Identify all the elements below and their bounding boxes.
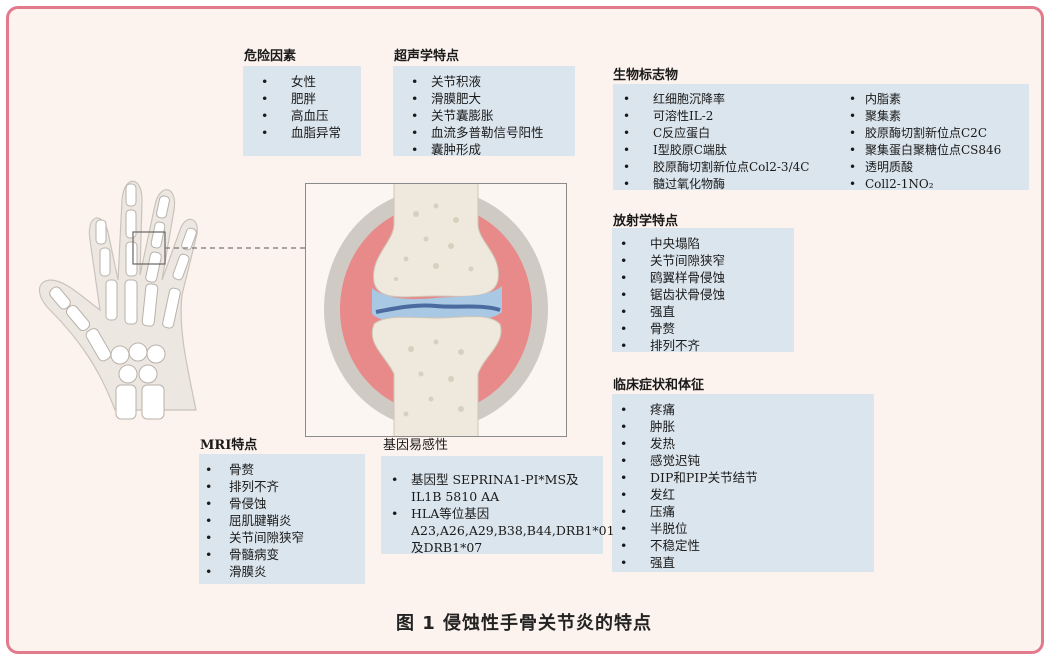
- biomarkers-left-list: 红细胞沉降率 可溶性IL-2 C反应蛋白 I型胶原C端肽 胶原酶切割新位点Col…: [617, 91, 843, 193]
- list-item: 肿胀: [614, 418, 864, 435]
- radiology-title: 放射学特点: [613, 210, 678, 229]
- list-item: I型胶原C端肽: [617, 142, 843, 159]
- clinical-box: 疼痛 肿胀 发热 感觉迟钝 DIP和PIP关节结节 发红 压痛 半脱位 不稳定性…: [612, 394, 874, 572]
- list-item: 髓过氧化物酶: [617, 176, 843, 193]
- biomarkers-columns: 红细胞沉降率 可溶性IL-2 C反应蛋白 I型胶原C端肽 胶原酶切割新位点Col…: [617, 91, 1019, 193]
- list-item: 中央塌陷: [614, 235, 784, 252]
- genetics-list: 基因型 SEPRINA1-PI*MS及IL1B 5810 AA HLA等位基因A…: [385, 471, 593, 556]
- risk-factors-box: 女性 肥胖 高血压 血脂异常: [243, 66, 361, 156]
- list-item: 强直: [614, 303, 784, 320]
- figure-caption: 图 1 侵蚀性手骨关节炎的特点: [0, 609, 1048, 635]
- list-item: Coll2-1NO₂: [843, 176, 1019, 193]
- list-item: 骨赘: [199, 461, 355, 478]
- list-item: 骨侵蚀: [199, 495, 355, 512]
- list-item: 发红: [614, 486, 864, 503]
- biomarkers-box: 红细胞沉降率 可溶性IL-2 C反应蛋白 I型胶原C端肽 胶原酶切割新位点Col…: [613, 84, 1029, 190]
- risk-factors-title: 危险因素: [244, 45, 296, 64]
- list-item: 不稳定性: [614, 537, 864, 554]
- ultrasound-box: 关节积液 滑膜肥大 关节囊膨胀 血流多普勒信号阳性 囊肿形成: [393, 66, 575, 156]
- list-item: 骨赘: [614, 320, 784, 337]
- list-item: 高血压: [255, 107, 351, 124]
- joint-cross-section-illustration: [306, 184, 566, 436]
- list-item: 半脱位: [614, 520, 864, 537]
- list-item: 囊肿形成: [405, 141, 565, 158]
- list-item: 关节囊膨胀: [405, 107, 565, 124]
- joint-cross-section-panel: [305, 183, 567, 437]
- mri-title: MRI特点: [200, 434, 257, 453]
- list-item: 内脂素: [843, 91, 1019, 108]
- list-item: 关节间隙狭窄: [614, 252, 784, 269]
- list-item: 红细胞沉降率: [617, 91, 843, 108]
- list-item: DIP和PIP关节结节: [614, 469, 864, 486]
- hand-skeleton-illustration: [20, 170, 310, 420]
- list-item: 发热: [614, 435, 864, 452]
- list-item: 压痛: [614, 503, 864, 520]
- list-item: 血脂异常: [255, 124, 351, 141]
- list-item: 胶原酶切割新位点C2C: [843, 125, 1019, 142]
- list-item: 聚集素: [843, 108, 1019, 125]
- radiology-box: 中央塌陷 关节间隙狭窄 鸥翼样骨侵蚀 锯齿状骨侵蚀 强直 骨赘 排列不齐: [612, 228, 794, 352]
- list-item: 屈肌腱鞘炎: [199, 512, 355, 529]
- list-item: 肥胖: [255, 90, 351, 107]
- list-item: 透明质酸: [843, 159, 1019, 176]
- list-item: 滑膜炎: [199, 563, 355, 580]
- list-item: 鸥翼样骨侵蚀: [614, 269, 784, 286]
- list-item: 滑膜肥大: [405, 90, 565, 107]
- radiology-list: 中央塌陷 关节间隙狭窄 鸥翼样骨侵蚀 锯齿状骨侵蚀 强直 骨赘 排列不齐: [614, 235, 784, 354]
- ultrasound-title: 超声学特点: [394, 45, 459, 64]
- list-item: 排列不齐: [614, 337, 784, 354]
- list-item: HLA等位基因A23,A26,A29,B38,B44,DRB1*01及DRB1*…: [385, 505, 593, 556]
- genetics-title: 基因易感性: [383, 434, 448, 453]
- list-item: 强直: [614, 554, 864, 571]
- list-item: 关节间隙狭窄: [199, 529, 355, 546]
- biomarkers-title: 生物标志物: [613, 64, 678, 83]
- list-item: 胶原酶切割新位点Col2-3/4C: [617, 159, 843, 176]
- list-item: 聚集蛋白聚糖位点CS846: [843, 142, 1019, 159]
- list-item: 感觉迟钝: [614, 452, 864, 469]
- biomarkers-right-list: 内脂素 聚集素 胶原酶切割新位点C2C 聚集蛋白聚糖位点CS846 透明质酸 C…: [843, 91, 1019, 193]
- risk-factors-list: 女性 肥胖 高血压 血脂异常: [255, 73, 351, 141]
- ultrasound-list: 关节积液 滑膜肥大 关节囊膨胀 血流多普勒信号阳性 囊肿形成: [405, 73, 565, 158]
- list-item: 排列不齐: [199, 478, 355, 495]
- list-item: 血流多普勒信号阳性: [405, 124, 565, 141]
- list-item: 骨髓病变: [199, 546, 355, 563]
- list-item: 锯齿状骨侵蚀: [614, 286, 784, 303]
- list-item: 基因型 SEPRINA1-PI*MS及IL1B 5810 AA: [385, 471, 593, 505]
- list-item: 女性: [255, 73, 351, 90]
- genetics-box: 基因型 SEPRINA1-PI*MS及IL1B 5810 AA HLA等位基因A…: [381, 456, 603, 554]
- mri-box: 骨赘 排列不齐 骨侵蚀 屈肌腱鞘炎 关节间隙狭窄 骨髓病变 滑膜炎: [199, 454, 365, 584]
- list-item: 疼痛: [614, 401, 864, 418]
- clinical-list: 疼痛 肿胀 发热 感觉迟钝 DIP和PIP关节结节 发红 压痛 半脱位 不稳定性…: [614, 401, 864, 571]
- list-item: 可溶性IL-2: [617, 108, 843, 125]
- mri-list: 骨赘 排列不齐 骨侵蚀 屈肌腱鞘炎 关节间隙狭窄 骨髓病变 滑膜炎: [199, 461, 355, 580]
- list-item: C反应蛋白: [617, 125, 843, 142]
- clinical-title: 临床症状和体征: [613, 374, 704, 393]
- list-item: 关节积液: [405, 73, 565, 90]
